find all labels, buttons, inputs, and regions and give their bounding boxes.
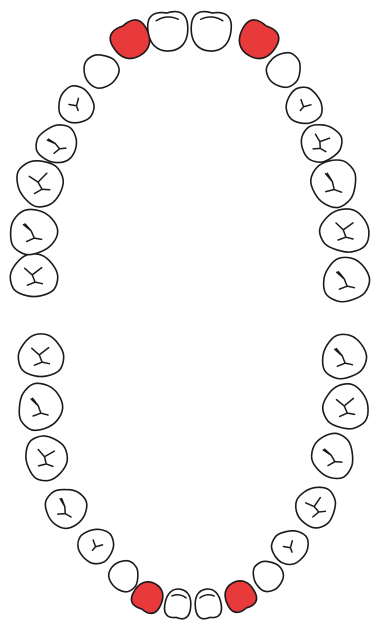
chart-background	[0, 0, 376, 631]
dental-chart	[0, 0, 376, 631]
